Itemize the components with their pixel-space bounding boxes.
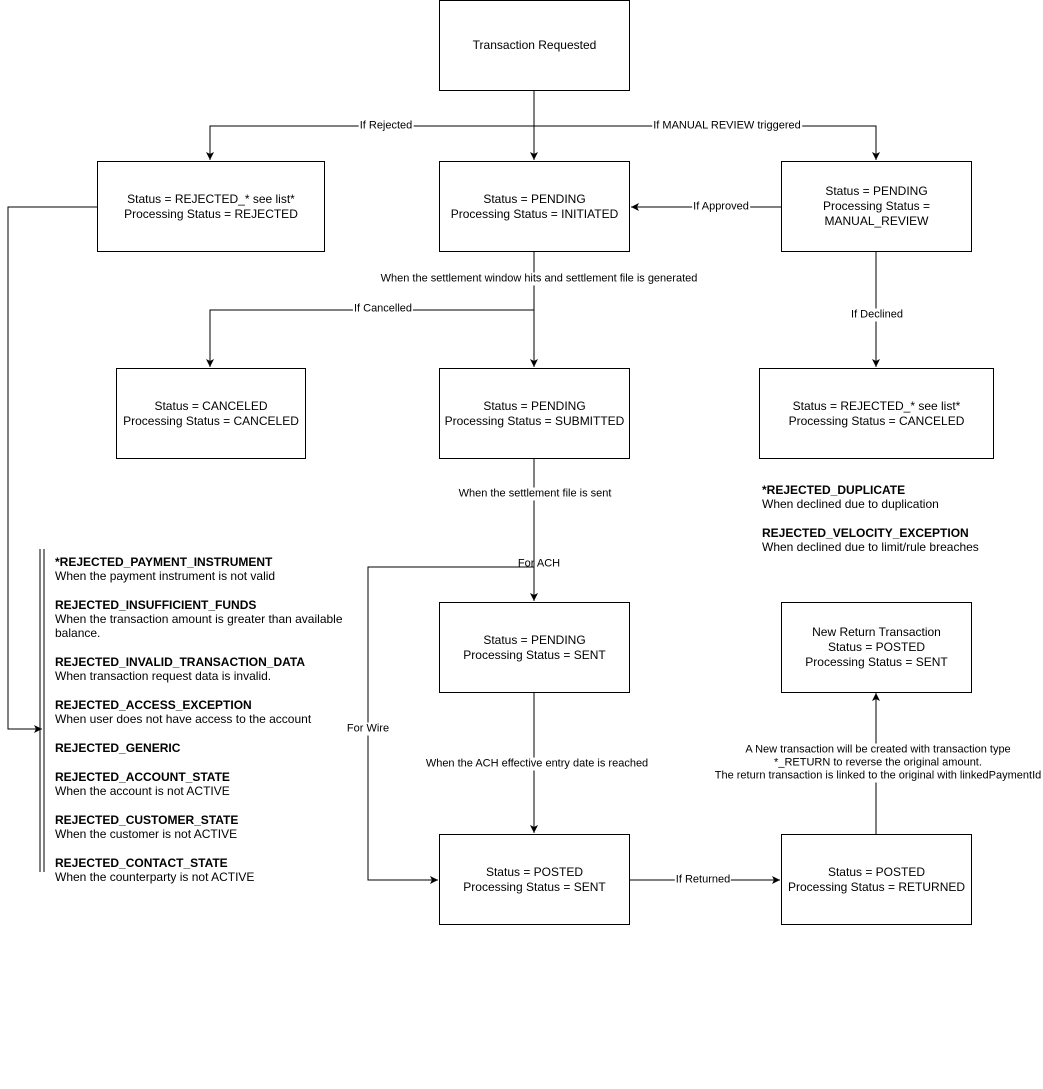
reason-code: REJECTED_INSUFFICIENT_FUNDS: [55, 598, 257, 612]
node-initiated: Status = PENDING Processing Status = INI…: [439, 161, 630, 252]
node-sent: Status = PENDING Processing Status = SEN…: [439, 602, 630, 693]
label-ach-effective-date: When the ACH effective entry date is rea…: [424, 757, 650, 771]
note-line: The return transaction is linked to the …: [714, 769, 1042, 782]
node-line: Processing Status = CANCELED: [788, 413, 965, 428]
reason-item: REJECTED_VELOCITY_EXCEPTION When decline…: [762, 526, 1032, 554]
reason-code: REJECTED_ACCOUNT_STATE: [55, 770, 230, 784]
node-line: Status = PENDING: [483, 191, 586, 206]
label-if-rejected: If Rejected: [358, 119, 414, 133]
reason-code: REJECTED_INVALID_TRANSACTION_DATA: [55, 655, 306, 669]
reason-code: *REJECTED_DUPLICATE: [762, 483, 906, 497]
label-if-approved: If Approved: [692, 200, 750, 214]
rejected-reasons-list: *REJECTED_PAYMENT_INSTRUMENT When the pa…: [55, 555, 355, 899]
node-declined: Status = REJECTED_* see list* Processing…: [759, 368, 994, 459]
node-line: Processing Status = SENT: [805, 655, 948, 669]
reason-desc: When the customer is not ACTIVE: [55, 827, 238, 841]
note-line: A New transaction will be created with t…: [745, 743, 1011, 756]
reason-code: REJECTED_VELOCITY_EXCEPTION: [762, 526, 969, 540]
label-if-declined: If Declined: [850, 308, 904, 322]
reason-item: REJECTED_CONTACT_STATE When the counterp…: [55, 856, 355, 884]
edge-requested-to-rejected: [206, 125, 534, 160]
node-submitted: Status = PENDING Processing Status = SUB…: [439, 368, 630, 459]
label-if-returned: If Returned: [674, 873, 732, 887]
label-settlement-window: When the settlement window hits and sett…: [379, 272, 699, 286]
node-line: Status = POSTED: [827, 640, 926, 654]
node-line: Processing Status = REJECTED: [124, 206, 298, 221]
node-line: Transaction Requested: [472, 38, 597, 52]
reason-item: REJECTED_CUSTOMER_STATE When the custome…: [55, 813, 355, 841]
node-line: Status = PENDING: [483, 398, 586, 413]
node-transaction-requested: Transaction Requested: [439, 0, 630, 91]
reason-desc: When the transaction amount is greater t…: [55, 612, 343, 640]
node-line: Processing Status = INITIATED: [450, 206, 619, 221]
node-line: Processing Status = CANCELED: [123, 413, 299, 428]
label-for-ach: For ACH: [517, 557, 561, 570]
reason-code: REJECTED_GENERIC: [55, 741, 181, 755]
note-line: *_RETURN to reverse the original amount.: [774, 756, 982, 769]
reason-desc: When declined due to limit/rule breaches: [762, 540, 979, 554]
reason-code: REJECTED_ACCESS_EXCEPTION: [55, 698, 252, 712]
node-posted-sent: Status = POSTED Processing Status = SENT: [439, 834, 630, 925]
declined-reasons-list: *REJECTED_DUPLICATE When declined due to…: [762, 483, 1032, 569]
node-line: Status = POSTED: [827, 864, 926, 879]
edge-rejected-to-reasons: [7, 206, 97, 733]
node-rejected: Status = REJECTED_* see list* Processing…: [97, 161, 325, 252]
reason-item: REJECTED_ACCESS_EXCEPTION When user does…: [55, 698, 355, 726]
node-line: MANUAL_REVIEW: [824, 214, 929, 228]
reason-desc: When transaction request data is invalid…: [55, 669, 272, 683]
node-line: Status = PENDING: [825, 184, 928, 198]
edge-initiated-to-canceled: [206, 309, 534, 367]
reason-item: REJECTED_INSUFFICIENT_FUNDS When the tra…: [55, 598, 355, 640]
reason-code: REJECTED_CUSTOMER_STATE: [55, 813, 239, 827]
reason-desc: When user does not have access to the ac…: [55, 712, 312, 726]
node-line: Processing Status = SENT: [463, 647, 606, 662]
reason-desc: When declined due to duplication: [762, 497, 939, 511]
node-line: Status = REJECTED_* see list*: [792, 398, 961, 413]
label-for-wire: For Wire: [345, 722, 391, 736]
node-new-return: New Return Transaction Status = POSTED P…: [781, 602, 972, 693]
node-line: Status = CANCELED: [154, 398, 268, 413]
label-if-manual-review: If MANUAL REVIEW triggered: [652, 119, 802, 133]
reason-item: REJECTED_ACCOUNT_STATE When the account …: [55, 770, 355, 798]
reason-desc: When the payment instrument is not valid: [55, 569, 276, 583]
node-manual-review: Status = PENDING Processing Status = MAN…: [781, 161, 972, 252]
reason-code: *REJECTED_PAYMENT_INSTRUMENT: [55, 555, 273, 569]
node-line: New Return Transaction: [812, 625, 941, 639]
node-canceled: Status = CANCELED Processing Status = CA…: [116, 368, 306, 459]
reasons-bracket: [39, 549, 45, 872]
reason-item: *REJECTED_DUPLICATE When declined due to…: [762, 483, 1032, 511]
edge-requested-to-manual-review: [534, 125, 880, 160]
node-line: Status = REJECTED_* see list*: [127, 191, 295, 206]
reason-item: REJECTED_GENERIC: [55, 741, 355, 755]
reason-item: REJECTED_INVALID_TRANSACTION_DATA When t…: [55, 655, 355, 683]
reason-desc: When the account is not ACTIVE: [55, 784, 230, 798]
node-line: Processing Status = RETURNED: [787, 879, 966, 894]
reason-desc: When the counterparty is not ACTIVE: [55, 870, 255, 884]
node-line: Processing Status =: [822, 199, 931, 213]
label-settlement-file-sent: When the settlement file is sent: [457, 487, 613, 501]
reason-item: *REJECTED_PAYMENT_INSTRUMENT When the pa…: [55, 555, 355, 583]
node-line: Status = PENDING: [483, 632, 586, 647]
label-return-note: A New transaction will be created with t…: [713, 743, 1043, 783]
node-line: Processing Status = SENT: [463, 879, 606, 894]
node-posted-returned: Status = POSTED Processing Status = RETU…: [781, 834, 972, 925]
node-line: Status = POSTED: [485, 864, 584, 879]
node-line: Processing Status = SUBMITTED: [444, 413, 625, 428]
reason-code: REJECTED_CONTACT_STATE: [55, 856, 228, 870]
label-if-cancelled: If Cancelled: [352, 302, 414, 316]
